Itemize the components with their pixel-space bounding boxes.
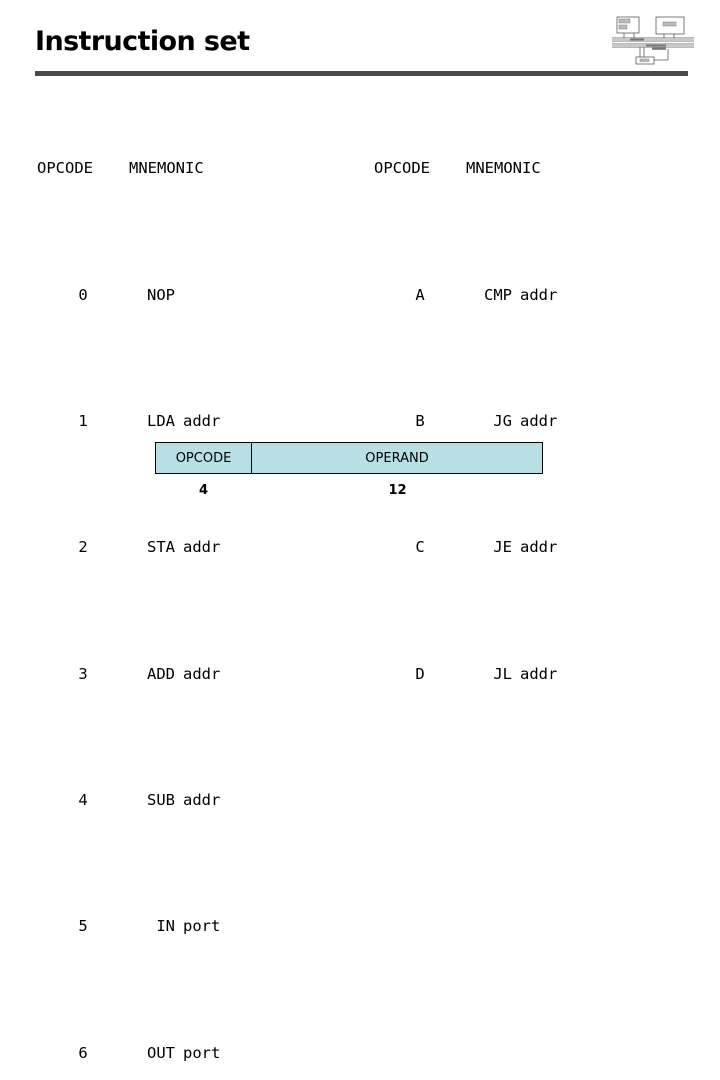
cell-opcode: 5 [78,917,88,936]
cell-opcode: 6 [78,1043,88,1062]
title-divider [35,71,688,76]
cell-operand: addr [520,538,558,557]
table-row: 5 IN port [37,911,251,943]
table-row: 0 NOP [37,280,251,312]
format-field-operand: OPERAND [252,442,543,474]
cell-mnemonic: IN [156,917,175,936]
bit-width-opcode: 4 [198,482,209,498]
cell-opcode: 3 [78,664,88,683]
cell-mnemonic: STA [147,538,175,557]
page-title: Instruction set [35,26,250,57]
instruction-format-diagram: OPCODE OPERAND [155,442,543,474]
cell-opcode: B [415,411,425,430]
cell-operand: addr [520,664,558,683]
cell-mnemonic: SUB [147,791,175,810]
cell-operand: addr [183,538,221,557]
cell-operand: port [183,917,221,936]
table-row: 2 STA addr [37,532,251,564]
table-row: A CMP addr [374,280,588,312]
cell-mnemonic: JL [493,664,512,683]
cell-mnemonic: LDA [147,411,175,430]
cell-mnemonic: OUT [147,1043,175,1062]
cell-mnemonic: ADD [147,664,175,683]
column-header-opcode: OPCODE [374,159,430,178]
cell-mnemonic: CMP [484,285,512,304]
block-diagram-thumbnail-icon [612,13,694,66]
cell-opcode: 4 [78,791,88,810]
table-row: 6 OUT port [37,1038,251,1070]
table-row: 1 LDA addr [37,406,251,438]
cell-operand: addr [183,664,221,683]
cell-operand: port [183,1043,221,1062]
table-header-row: OPCODE MNEMONIC [37,153,251,185]
cell-mnemonic: JG [493,411,512,430]
column-header-mnemonic: MNEMONIC [129,159,204,178]
table-row: B JG addr [374,406,588,438]
cell-opcode: 2 [78,538,88,557]
cell-mnemonic: NOP [147,285,175,304]
cell-opcode: 0 [78,285,88,304]
column-header-mnemonic: MNEMONIC [466,159,541,178]
format-field-opcode: OPCODE [155,442,252,474]
cell-opcode: C [415,538,425,557]
table-header-row: OPCODE MNEMONIC [374,153,588,185]
cell-mnemonic: JE [493,538,512,557]
table-row: 3 ADD addr [37,659,251,691]
instruction-table-left: OPCODE MNEMONIC 0 NOP 1 LDA addr 2 STA addr 3 A… [37,90,251,1080]
table-row: C JE addr [374,532,588,564]
cell-operand: addr [520,285,558,304]
table-row: 4 SUB addr [37,785,251,817]
cell-operand: addr [520,411,558,430]
instruction-format-bit-widths: 4 12 [155,480,543,500]
column-header-opcode: OPCODE [37,159,93,178]
cell-opcode: D [415,664,425,683]
table-row: D JL addr [374,659,588,691]
cell-opcode: 1 [78,411,88,430]
cell-operand: addr [183,791,221,810]
bit-width-operand: 12 [388,482,407,498]
cell-opcode: A [415,285,425,304]
cell-operand: addr [183,411,221,430]
